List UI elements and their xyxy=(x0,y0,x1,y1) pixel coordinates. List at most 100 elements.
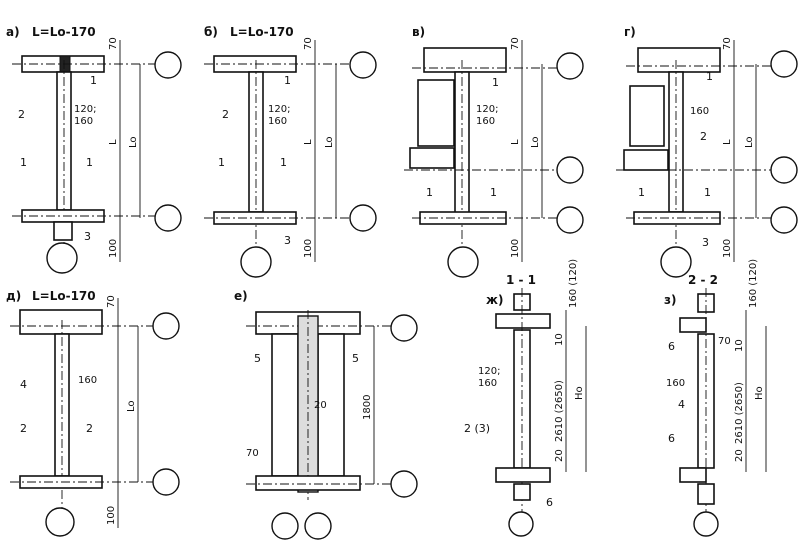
dim-20: 20 xyxy=(314,400,327,411)
section-mark-2: 2 xyxy=(20,422,27,435)
panel-b-formula: L=Lo-170 xyxy=(230,25,294,39)
mark-2: 2 xyxy=(18,108,25,121)
top-slab xyxy=(637,47,721,73)
axis-marker xyxy=(770,156,798,184)
section-mark-1: 1 xyxy=(20,156,27,169)
mark-1: 1 xyxy=(284,74,291,87)
axis-marker xyxy=(45,507,75,537)
mark-2: 2 xyxy=(700,130,707,143)
lower-column xyxy=(697,483,715,505)
lower-column xyxy=(53,221,73,241)
panel-zh: 1 - 1 ж) 160 (120) 10 2610 (2650) Ho 20 … xyxy=(464,259,587,537)
section-mark-1: 1 xyxy=(280,156,287,169)
mark-3: 3 xyxy=(702,236,709,249)
section-mark-1: 1 xyxy=(490,186,497,199)
dim-100: 100 xyxy=(108,239,119,258)
dim-160: 160 xyxy=(476,116,495,127)
dim-160-120: 160 (120) xyxy=(748,259,759,308)
dim-L: L xyxy=(108,139,119,145)
bottom-slab xyxy=(255,475,361,491)
axis-marker xyxy=(660,246,692,278)
panel-z-letter: з) xyxy=(664,293,676,307)
mark-4: 4 xyxy=(678,398,685,411)
panel-d-formula: L=Lo-170 xyxy=(32,289,96,303)
mark-4: 4 xyxy=(20,378,27,391)
dim-120: 120; xyxy=(478,366,500,377)
mark-1: 1 xyxy=(492,76,499,89)
panel-d-letter: д) xyxy=(6,289,21,303)
dim-10: 10 xyxy=(734,339,745,352)
dim-100: 100 xyxy=(303,239,314,258)
dim-70: 70 xyxy=(718,336,731,347)
dim-160-120: 160 (120) xyxy=(568,259,579,308)
axis-marker xyxy=(240,246,272,278)
column-left xyxy=(271,333,299,477)
section-mark-2: 2 xyxy=(86,422,93,435)
wall-panel xyxy=(417,79,455,147)
dim-20: 20 xyxy=(554,449,565,462)
dim-Lo: Lo xyxy=(530,136,541,148)
panel-e: е) 1800 20 70 5 5 xyxy=(234,289,418,540)
mark-6: 6 xyxy=(668,432,675,445)
panel-a-letter: а) xyxy=(6,25,20,39)
dim-70: 70 xyxy=(722,37,733,50)
lower-column xyxy=(513,483,531,501)
panel-a-formula: L=Lo-170 xyxy=(32,25,96,39)
section-mark-1: 1 xyxy=(218,156,225,169)
axis-marker xyxy=(390,470,418,498)
panel-e-letter: е) xyxy=(234,289,248,303)
top-slab xyxy=(495,313,551,329)
wall-panel xyxy=(629,85,665,147)
dim-120: 120; xyxy=(74,104,96,115)
mark-3: 3 xyxy=(84,230,91,243)
axis-marker xyxy=(152,468,180,496)
axis-marker xyxy=(390,314,418,342)
dim-Lo: Lo xyxy=(744,136,755,148)
panel-d: д) L=Lo-170 70 Lo 100 160 4 2 2 xyxy=(6,289,180,537)
dim-120: 120; xyxy=(476,104,498,115)
dim-2610: 2610 (2650) xyxy=(554,380,565,442)
dim-70: 70 xyxy=(108,37,119,50)
panel-g: г) 70 L Lo 100 160 1 2 3 1 1 xyxy=(616,25,798,278)
dim-Lo: Lo xyxy=(126,400,137,412)
section-mark-1: 1 xyxy=(638,186,645,199)
panel-v: в) 70 L Lo 100 120; 160 1 1 1 xyxy=(404,25,584,278)
dim-Lo: Lo xyxy=(324,136,335,148)
axis-marker xyxy=(447,246,479,278)
axis-marker xyxy=(152,312,180,340)
mark-2: 2 xyxy=(222,108,229,121)
dim-Lo: Lo xyxy=(128,136,139,148)
console xyxy=(623,149,669,171)
mark-1: 1 xyxy=(706,70,713,83)
top-slab xyxy=(19,309,103,335)
mark-6: 6 xyxy=(668,340,675,353)
axis-marker xyxy=(508,511,534,537)
axis-marker xyxy=(770,50,798,78)
console xyxy=(409,147,455,169)
dim-160: 160 xyxy=(78,375,97,386)
axis-marker xyxy=(46,242,78,274)
dim-Ho: Ho xyxy=(754,386,765,400)
axis-marker xyxy=(271,512,299,540)
axis-marker xyxy=(304,512,332,540)
dim-160: 160 xyxy=(666,378,685,389)
panel-zh-section: 1 - 1 xyxy=(506,273,536,287)
axis-marker xyxy=(556,206,584,234)
dim-10: 10 xyxy=(554,333,565,346)
bottom-slab xyxy=(679,467,707,483)
mark-6: 6 xyxy=(546,496,553,509)
dim-100: 100 xyxy=(510,239,521,258)
dim-70: 70 xyxy=(106,295,117,308)
mark-5: 5 xyxy=(352,352,359,365)
dim-L: L xyxy=(722,139,733,145)
section-mark-1: 1 xyxy=(426,186,433,199)
axis-marker xyxy=(556,156,584,184)
bottom-slab xyxy=(495,467,551,483)
panel-b-letter: б) xyxy=(204,25,218,39)
dim-70: 70 xyxy=(510,37,521,50)
panel-b: б) L=Lo-170 70 L Lo 100 120; 160 1 2 3 1… xyxy=(204,25,377,278)
dim-100: 100 xyxy=(722,239,733,258)
section-mark-1: 1 xyxy=(86,156,93,169)
mark-3: 3 xyxy=(284,234,291,247)
panel-z-section: 2 - 2 xyxy=(688,273,718,287)
